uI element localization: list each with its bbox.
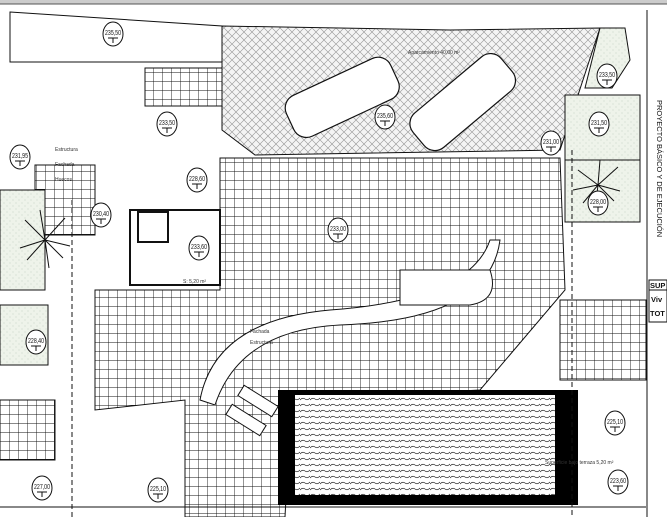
area-table: SUP Viv TOT	[648, 279, 667, 323]
upper-stair	[144, 67, 223, 107]
elevation-value: 230,40	[93, 211, 109, 218]
elevation-marker-lobby: 233,60	[188, 235, 210, 261]
elevation-value: 228,00	[590, 199, 606, 206]
elevation-value: 235,50	[105, 30, 121, 37]
elevation-value: 227,00	[34, 484, 50, 491]
elevation-marker-terrace: 233,00	[327, 217, 349, 243]
elevator	[137, 211, 169, 243]
left-garden-upper	[0, 189, 46, 291]
left-steps	[0, 399, 56, 461]
openings-label: Huecos	[55, 177, 72, 183]
elevation-value: 231,50	[591, 120, 607, 127]
elevation-value: 231,95	[12, 153, 28, 160]
parking-label: Aparcamiento 40,00 m²	[408, 50, 460, 56]
elevation-value: 223,60	[610, 478, 626, 485]
table-header: SUP	[650, 281, 665, 290]
right-terrace-tiles	[559, 299, 647, 381]
curved-ramp	[199, 239, 501, 406]
elevation-marker-parking-corner: 231,00	[540, 130, 562, 156]
facade-label: Fachada	[55, 162, 75, 168]
elevation-marker-bottom-right: 223,60	[607, 469, 629, 495]
structure-label-2: Estructura	[250, 340, 273, 346]
elevation-value: 225,10	[150, 486, 166, 493]
elevation-value: 233,00	[330, 226, 346, 233]
elevation-marker-top-right-garden: 233,50	[596, 63, 618, 89]
elevation-value: 233,60	[191, 244, 207, 251]
elevation-marker-palm-garden: 228,00	[587, 190, 609, 216]
elevation-marker-upper-patio: 233,50	[156, 111, 178, 137]
elevation-value: 235,60	[377, 113, 393, 120]
table-row: Viv	[651, 295, 663, 304]
elevation-marker-lower-left: 227,00	[31, 475, 53, 501]
table-row: TOT	[650, 309, 665, 318]
elevation-marker-right-lower: 225,10	[604, 410, 626, 436]
elevation-marker-bottom: 225,10	[147, 477, 169, 503]
room-area-label: S: 5,20 m²	[183, 279, 206, 285]
planter	[399, 269, 493, 306]
elevation-markers: 235,50 233,50 233,50 235,60 231,50 231,95 231,…	[9, 21, 629, 503]
top-frame	[0, 0, 667, 4]
elevation-marker-parking: 235,60	[374, 104, 396, 130]
elevation-value: 233,50	[159, 120, 175, 127]
elevation-value: 233,50	[599, 72, 615, 79]
elevation-marker-left-room: 230,40	[90, 202, 112, 228]
pool-note: Superficie bajo terraza 5,20 m²	[545, 460, 614, 466]
pool-water	[295, 395, 555, 495]
elevation-marker-right-garden: 231,50	[588, 111, 610, 137]
palm-tree-icon	[19, 159, 621, 269]
elevation-marker-left-garden: 228,40	[25, 329, 47, 355]
top-right-garden	[584, 27, 631, 89]
elevation-marker-landing: 228,60	[186, 167, 208, 193]
car-icon	[284, 52, 517, 152]
structure-label: Estructura	[55, 147, 78, 153]
elevation-value: 231,00	[543, 139, 559, 146]
elevation-value: 225,10	[607, 419, 623, 426]
elevation-marker-left-stair: 231,95	[9, 144, 31, 170]
sheet-title-vertical: PROYECTO BÁSICO Y DE EJECUCIÓN	[655, 100, 664, 237]
elevation-value: 228,60	[189, 176, 205, 183]
elevation-value: 228,40	[28, 338, 44, 345]
elevation-marker-top-left: 235,50	[102, 21, 124, 47]
facade-label-2: Fachada	[250, 329, 270, 335]
sun-lounger-icon	[225, 384, 279, 437]
